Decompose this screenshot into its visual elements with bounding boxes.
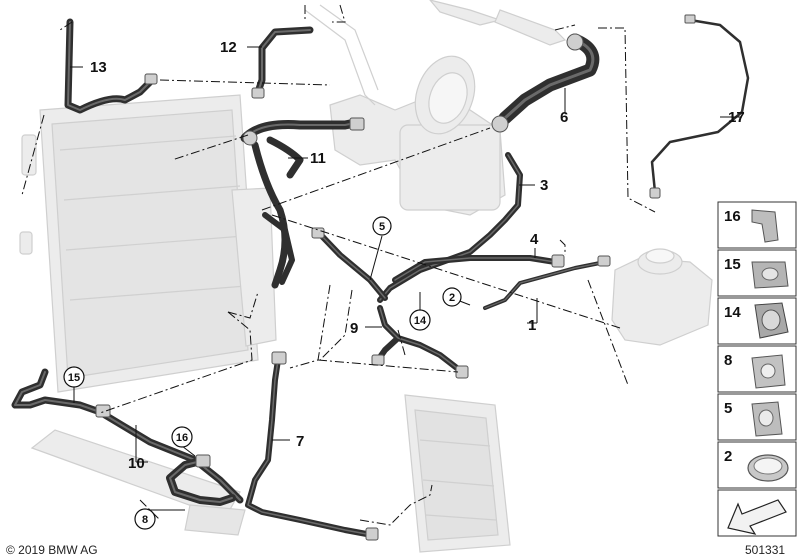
callout-6: 6 bbox=[560, 109, 568, 126]
hose-8 bbox=[166, 454, 236, 506]
legend-panel-16: 16 bbox=[717, 201, 797, 249]
svg-text:2: 2 bbox=[724, 448, 732, 465]
radiator-outlet-hose bbox=[262, 212, 295, 285]
callout-12: 12 bbox=[220, 39, 237, 56]
svg-text:15: 15 bbox=[724, 256, 741, 273]
legend-panel-arrow bbox=[717, 489, 797, 537]
callout-7: 7 bbox=[296, 433, 304, 450]
svg-text:2: 2 bbox=[449, 292, 455, 304]
circled-callout-15: 15 bbox=[63, 366, 85, 388]
callout-4: 4 bbox=[530, 231, 539, 248]
circled-callout-5: 5 bbox=[372, 216, 392, 236]
hose-7 bbox=[245, 351, 379, 541]
hose-9 bbox=[371, 305, 469, 379]
leader-lines bbox=[70, 46, 742, 511]
engine-block bbox=[304, 0, 567, 216]
svg-text:14: 14 bbox=[414, 315, 427, 327]
svg-text:16: 16 bbox=[724, 208, 741, 225]
legend-panel-15: 15 bbox=[717, 249, 797, 297]
clip-16-icon bbox=[751, 209, 779, 243]
callout-13: 13 bbox=[90, 59, 107, 76]
hose-17 bbox=[649, 14, 750, 199]
hose-13 bbox=[64, 18, 158, 114]
callout-10: 10 bbox=[128, 455, 145, 472]
callout-1: 1 bbox=[528, 317, 536, 334]
hose-12 bbox=[251, 26, 314, 99]
svg-text:14: 14 bbox=[724, 304, 741, 321]
callout-17: 17 bbox=[728, 109, 745, 126]
hose-6 bbox=[491, 33, 600, 133]
callout-9: 9 bbox=[350, 320, 358, 337]
svg-text:8: 8 bbox=[724, 352, 732, 369]
circled-callout-14: 14 bbox=[409, 309, 431, 331]
copyright-notice: © 2019 BMW AG bbox=[6, 543, 98, 557]
svg-text:5: 5 bbox=[724, 400, 732, 417]
hose-11 bbox=[240, 117, 365, 289]
circled-callout-8: 8 bbox=[134, 508, 156, 530]
direction-arrow-icon bbox=[727, 499, 787, 535]
legend-panel-14: 14 bbox=[717, 297, 797, 345]
svg-text:5: 5 bbox=[379, 221, 385, 233]
svg-text:16: 16 bbox=[176, 432, 188, 444]
svg-text:8: 8 bbox=[142, 514, 148, 526]
hose-5 bbox=[311, 227, 388, 301]
diagram-number: 501331 bbox=[745, 543, 785, 557]
reference-lines bbox=[21, 4, 656, 526]
hose-4 bbox=[392, 254, 565, 283]
main-radiator bbox=[19, 94, 277, 393]
circled-callout-16: 16 bbox=[171, 426, 193, 448]
circled-callout-2: 2 bbox=[442, 287, 462, 307]
legend-panel-5: 5 bbox=[717, 393, 797, 441]
auxiliary-radiator bbox=[404, 394, 511, 553]
hose-1 bbox=[483, 255, 611, 310]
legend-panel-2: 2 bbox=[717, 441, 797, 489]
svg-text:15: 15 bbox=[68, 372, 80, 384]
callout-11: 11 bbox=[310, 150, 326, 167]
legend-panel-8: 8 bbox=[717, 345, 797, 393]
expansion-tank bbox=[611, 248, 713, 346]
callout-3: 3 bbox=[540, 177, 548, 194]
